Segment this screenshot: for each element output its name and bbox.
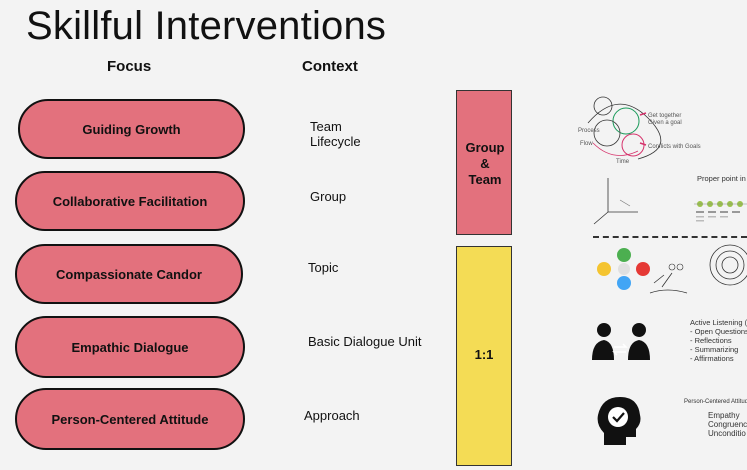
focus-pill-label: Compassionate Candor bbox=[56, 266, 202, 282]
focus-pill-label: Person-Centered Attitude bbox=[51, 411, 209, 427]
dialogue-people-icon bbox=[592, 323, 650, 360]
facilitation-sketch bbox=[593, 178, 747, 225]
context-team-lifecycle: Team Lifecycle bbox=[310, 119, 361, 149]
sketch-note: Process bbox=[578, 128, 600, 134]
context-approach: Approach bbox=[304, 408, 360, 423]
focus-pill-guiding-growth: Guiding Growth bbox=[18, 99, 245, 159]
focus-pill-empathic-dialogue: Empathic Dialogue bbox=[15, 316, 245, 378]
focus-pill-compassionate-candor: Compassionate Candor bbox=[15, 244, 243, 304]
sketch-note: Get together bbox=[648, 113, 681, 119]
facilitation-caption: Proper point in f bbox=[697, 174, 747, 183]
context-column-header: Context bbox=[302, 58, 358, 75]
one-on-one-bar bbox=[456, 246, 512, 466]
team-lifecycle-sketch: Process Flow Time Get together Given a g… bbox=[578, 96, 701, 165]
context-line: Lifecycle bbox=[310, 134, 361, 149]
person-centered-title: Person-Centered Attitude bbox=[684, 399, 747, 405]
group-team-bar bbox=[456, 90, 512, 235]
context-topic: Topic bbox=[308, 260, 339, 275]
page-title: Skillful Interventions bbox=[26, 4, 387, 48]
sketch-note: Conflicts with Goals bbox=[648, 144, 701, 150]
focus-pill-person-centered-attitude: Person-Centered Attitude bbox=[15, 388, 245, 450]
focus-pill-label: Empathic Dialogue bbox=[71, 339, 189, 355]
context-group: Group bbox=[310, 189, 347, 204]
section-divider bbox=[593, 236, 747, 238]
focus-pill-label: Guiding Growth bbox=[82, 121, 181, 137]
focus-pill-label: Collaborative Facilitation bbox=[52, 193, 208, 209]
person-centered-items: Empathy Congruenc Unconditio bbox=[708, 411, 747, 438]
one-on-one-bar-label: 1:1 bbox=[474, 347, 494, 362]
sketch-note: Given a goal bbox=[648, 120, 682, 126]
group-team-bar-label: Group & Team bbox=[465, 140, 505, 187]
sketch-note: Flow bbox=[580, 141, 593, 147]
focus-column-header: Focus bbox=[107, 58, 152, 75]
context-line: Team bbox=[310, 119, 342, 134]
focus-pill-collaborative-facilitation: Collaborative Facilitation bbox=[15, 171, 245, 231]
active-listening-note: Active Listening ( - Open Questions - Re… bbox=[690, 318, 747, 363]
person-centered-head-icon bbox=[597, 397, 641, 445]
context-basic-dialogue-unit: Basic Dialogue Unit bbox=[308, 334, 422, 349]
sketch-note: Time bbox=[616, 159, 630, 165]
candor-sketch bbox=[597, 244, 747, 294]
